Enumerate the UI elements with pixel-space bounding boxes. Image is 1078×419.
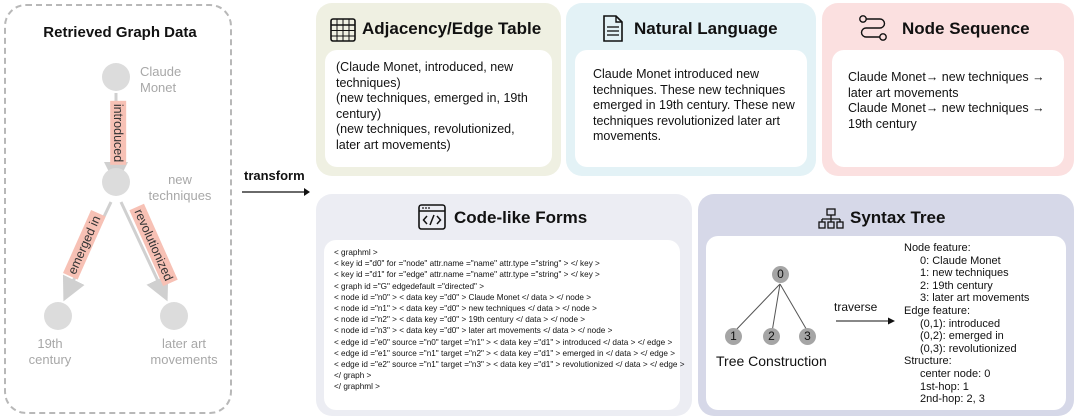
transform-arrow-icon bbox=[242, 188, 310, 196]
feature-item: center node: 0 bbox=[920, 367, 991, 380]
syntax-tree-title: Syntax Tree bbox=[850, 208, 946, 227]
tree-node-0: 0 bbox=[772, 266, 789, 283]
natural-language-title: Natural Language bbox=[634, 19, 778, 38]
code-line: < node id ="n2" > < data key ="d0" > 19t… bbox=[334, 315, 586, 325]
code-window-icon bbox=[418, 204, 446, 230]
feature-item: (0,3): revolutionized bbox=[920, 342, 1017, 355]
code-line: < key id ="d1" for ="edge" attr.name ="n… bbox=[334, 270, 600, 280]
adjacency-table-text: (Claude Monet, introduced, new technique… bbox=[325, 50, 552, 167]
graph-panel-title: Retrieved Graph Data bbox=[43, 24, 197, 41]
feature-item: (0,2): emerged in bbox=[920, 330, 1004, 343]
code-line: < node id ="n3" > < data key ="d0" > lat… bbox=[334, 326, 613, 336]
node-label-new-techniques: new techniques bbox=[148, 172, 212, 203]
node-label-claude-monet: Claude Monet bbox=[140, 64, 182, 95]
node-label-later-art-movements: later art movements bbox=[150, 336, 218, 367]
adjacency-table-card: Adjacency/Edge Table (Claude Monet, intr… bbox=[316, 3, 561, 176]
hierarchy-icon bbox=[818, 208, 844, 229]
tree-construction-label: Tree Construction bbox=[716, 353, 827, 369]
natural-language-text: Claude Monet introduced new techniques. … bbox=[575, 50, 807, 167]
tree-node-1: 1 bbox=[725, 328, 742, 345]
natural-language-card: Natural Language Claude Monet introduced… bbox=[566, 3, 816, 176]
node-label-19th-century: 19th century bbox=[28, 336, 72, 367]
code-line: < edge id ="e1" source ="n1" target ="n2… bbox=[334, 348, 675, 358]
feature-heading: Edge feature: bbox=[904, 304, 971, 317]
feature-item: 0: Claude Monet bbox=[920, 254, 1001, 267]
code-line: < graph id ="G" edgedefault ="directed" … bbox=[334, 281, 485, 291]
adjacency-table-title: Adjacency/Edge Table bbox=[362, 19, 542, 38]
feature-item: (0,1): introduced bbox=[920, 317, 1001, 330]
code-forms-title: Code-like Forms bbox=[454, 208, 588, 227]
code-line: < edge id ="e2" source ="n1" target ="n3… bbox=[334, 360, 685, 370]
feature-heading: Node feature: bbox=[904, 242, 971, 254]
code-forms-card: Code-like Forms < graphml > < key id ="d… bbox=[316, 194, 692, 416]
feature-item: 3: later art movements bbox=[920, 292, 1030, 305]
syntax-tree-card: Syntax Tree 0 1 2 3 Tree Construction tr… bbox=[698, 194, 1074, 416]
table-icon bbox=[330, 18, 356, 42]
graph-node-19th-century bbox=[44, 302, 72, 330]
tree-node-3: 3 bbox=[799, 328, 816, 345]
feature-item: 1: new techniques bbox=[920, 267, 1009, 280]
tree-node-2: 2 bbox=[763, 328, 780, 345]
feature-item: 2: 19th century bbox=[920, 279, 993, 292]
feature-item: 2nd-hop: 2, 3 bbox=[920, 393, 985, 406]
code-line: < node id ="n0" > < data key ="d0" > Cla… bbox=[334, 292, 591, 302]
tree-edges bbox=[733, 283, 895, 333]
retrieved-graph-panel: Retrieved Graph Data bbox=[4, 4, 232, 414]
code-line: </ graph > bbox=[334, 371, 372, 381]
document-icon bbox=[603, 15, 623, 42]
feature-item: 1st-hop: 1 bbox=[920, 380, 969, 393]
graph-node-later-art-movements bbox=[160, 302, 188, 330]
edge-label-introduced: introduced bbox=[110, 100, 127, 166]
code-line: < node id ="n1" > < data key ="d0" > new… bbox=[334, 304, 597, 314]
code-line: < edge id ="e0" source ="n0" target ="n1… bbox=[334, 337, 673, 347]
node-sequence-card: Node Sequence Claude Monet→ new techniqu… bbox=[822, 3, 1074, 176]
code-block: < graphml > < key id ="d0" for ="node" a… bbox=[324, 240, 685, 410]
edge-revolutionized-line bbox=[119, 201, 169, 302]
graph-node-claude-monet bbox=[102, 63, 130, 91]
node-sequence-text: Claude Monet→ new techniques → later art… bbox=[832, 50, 1064, 167]
node-sequence-title: Node Sequence bbox=[902, 19, 1030, 38]
feature-heading: Structure: bbox=[904, 355, 952, 368]
transform-label: transform bbox=[244, 168, 305, 183]
code-line: < graphml > bbox=[334, 248, 378, 257]
syntax-tree-inner: 0 1 2 3 Tree Construction traverse Node … bbox=[706, 236, 1066, 410]
code-line: < key id ="d0" for ="node" attr.name ="n… bbox=[334, 259, 600, 269]
graph-node-new-techniques bbox=[102, 168, 130, 196]
code-line: </ graphml > bbox=[334, 382, 380, 392]
sequence-icon bbox=[859, 15, 887, 41]
traverse-label: traverse bbox=[834, 300, 878, 314]
tree-features: Node feature: 0: Claude Monet 1: new tec… bbox=[904, 242, 1029, 406]
